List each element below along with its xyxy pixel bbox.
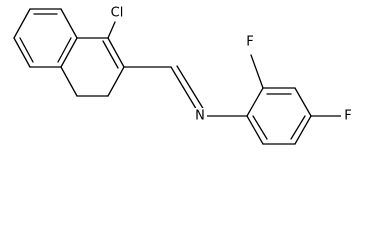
bond-ar6-ar1: [246, 115, 264, 145]
atom-label-f-ortho: F: [243, 34, 257, 50]
atom-label-cl: Cl: [107, 5, 127, 21]
bond-c5-c6: [13, 37, 31, 68]
bond-inner-c5-c6: [19, 37, 34, 63]
dihydronaphthalene-ring-system: [13, 8, 125, 97]
imine-linker: [123, 65, 248, 117]
bond-c1ring-cl: [107, 21, 116, 39]
bond-ar4-ar5: [294, 115, 312, 145]
bond-c4ring-c4a: [60, 66, 78, 97]
bond-ar3-ar4: [294, 87, 312, 117]
bond-c1ring-c2ring-single: [107, 37, 125, 68]
bond-c3-c4: [60, 37, 78, 68]
bond-inner-ar4-ar5: [290, 115, 306, 140]
bond-inner-ar6-ar1: [252, 115, 268, 140]
bond-inner-c3-c4: [57, 37, 72, 63]
bond-ch-n-double: [176, 65, 205, 111]
bond-ar1-ar2: [246, 87, 264, 117]
bond-ch-n-single: [170, 66, 199, 113]
fluorine-para-label: F: [344, 109, 351, 124]
fluorine-ortho-label: F: [246, 35, 253, 50]
chemical-structure: Cl N F F: [13, 5, 355, 145]
bond-c2ring-c3ring: [107, 66, 125, 97]
bond-c6-c1: [13, 8, 31, 39]
atom-label-n: N: [193, 108, 207, 124]
nitrogen-label: N: [195, 109, 205, 124]
chlorine-label: Cl: [111, 6, 124, 21]
difluorophenyl-ring: [246, 54, 342, 145]
atom-label-f-para: F: [341, 108, 355, 124]
bond-c1ring-c2ring-double: [102, 40, 119, 69]
bond-ar2-f: [250, 54, 264, 89]
bond-c2-c3: [60, 8, 78, 39]
